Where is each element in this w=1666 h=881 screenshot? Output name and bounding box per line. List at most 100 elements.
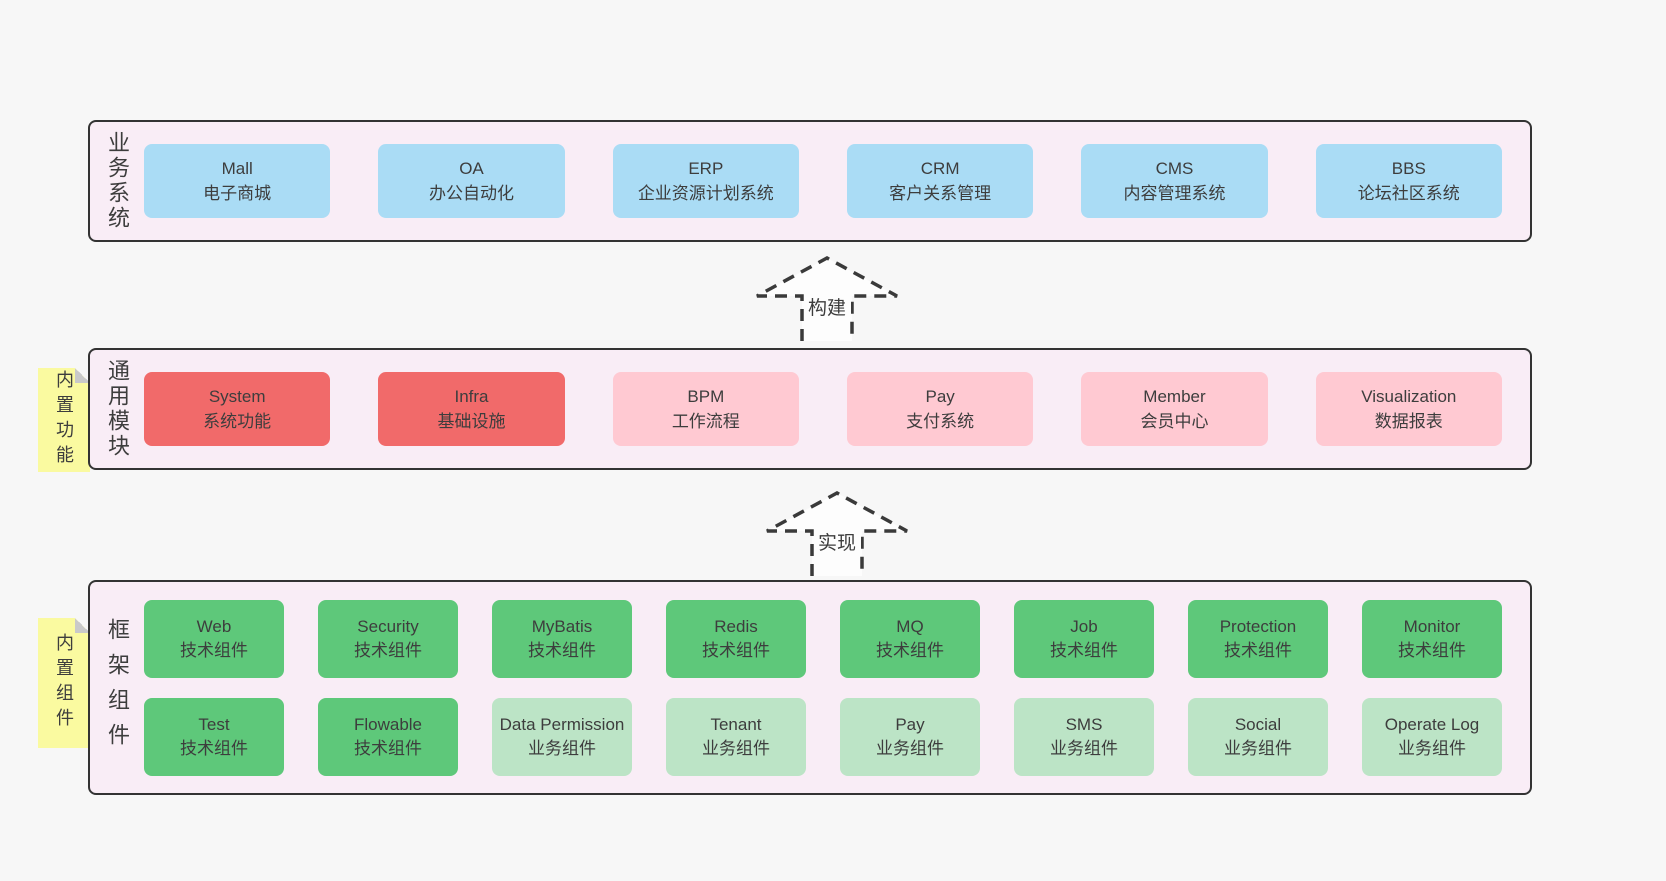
box-name: Visualization	[1361, 387, 1457, 406]
framework-rows: Web 技术组件 Security 技术组件 MyBatis 技术组件 Redi…	[144, 582, 1530, 793]
arrow-implement-up: 实现	[766, 491, 908, 576]
box-name: Infra	[454, 387, 489, 406]
box-social: Social 业务组件	[1188, 697, 1328, 776]
box-desc: 办公自动化	[428, 184, 514, 203]
box-desc: 客户关系管理	[889, 184, 992, 203]
box-desc: 技术组件	[180, 738, 248, 758]
box-name: System	[208, 387, 266, 406]
box-name: MyBatis	[531, 616, 593, 636]
box-bbs: BBS 论坛社区系统	[1315, 144, 1502, 218]
box-bpm: BPM 工作流程	[612, 372, 799, 446]
arrow-implement-label: 实现	[818, 532, 856, 554]
box-desc: 技术组件	[354, 640, 422, 660]
box-name: Test	[198, 714, 230, 734]
arrow-build-up: 构建	[756, 256, 898, 341]
box-name: OA	[459, 159, 484, 178]
box-crm: CRM 客户关系管理	[846, 144, 1034, 218]
box-name: CRM	[920, 159, 960, 178]
box-desc: 业务组件	[1398, 738, 1466, 758]
box-name: Pay	[895, 714, 925, 734]
note-fold-corner	[75, 368, 90, 383]
box-desc: 系统功能	[203, 412, 272, 431]
box-desc: 技术组件	[1398, 640, 1466, 660]
box-security: Security 技术组件	[318, 599, 458, 678]
box-operate-log: Operate Log 业务组件	[1362, 697, 1502, 776]
layer-business-systems: 业务系统 Mall 电子商城 OA 办公自动化 ERP 企业资源计划系统 CRM…	[88, 120, 1532, 242]
box-desc: 工作流程	[671, 412, 740, 431]
arrow-label-bg	[814, 529, 861, 555]
box-name: Member	[1143, 387, 1206, 406]
box-web: Web 技术组件	[144, 599, 284, 678]
box-name: Pay	[925, 387, 955, 406]
box-name: Flowable	[353, 714, 423, 734]
box-name: Job	[1070, 616, 1098, 636]
box-desc: 会员中心	[1140, 412, 1209, 431]
layer-title-framework: 框架组件	[105, 617, 130, 758]
box-erp: ERP 企业资源计划系统	[612, 144, 799, 218]
box-protection: Protection 技术组件	[1188, 599, 1328, 678]
box-desc: 数据报表	[1374, 412, 1443, 431]
box-desc: 业务组件	[876, 738, 944, 758]
box-desc: 技术组件	[528, 640, 596, 660]
sticky-note-builtin-features: 内置功能	[38, 368, 90, 472]
box-desc: 电子商城	[203, 184, 272, 203]
box-mybatis: MyBatis 技术组件	[492, 599, 632, 678]
box-name: Protection	[1219, 616, 1297, 636]
box-visualization: Visualization 数据报表	[1315, 372, 1502, 446]
box-member: Member 会员中心	[1081, 372, 1268, 446]
box-mq: MQ 技术组件	[840, 599, 980, 678]
modules-boxes-row: System 系统功能 Infra 基础设施 BPM 工作流程 Pay 支付系统…	[144, 350, 1530, 468]
box-desc: 技术组件	[702, 640, 770, 660]
box-pay: Pay 支付系统	[846, 372, 1034, 446]
business-boxes-row: Mall 电子商城 OA 办公自动化 ERP 企业资源计划系统 CRM 客户关系…	[144, 122, 1530, 240]
box-desc: 技术组件	[180, 640, 248, 660]
box-job: Job 技术组件	[1014, 599, 1154, 678]
box-redis: Redis 技术组件	[666, 599, 806, 678]
layer-framework-components: 框架组件 Web 技术组件 Security 技术组件 MyBatis 技术组件…	[88, 580, 1532, 795]
layer-common-modules: 通用模块 System 系统功能 Infra 基础设施 BPM 工作流程 Pay…	[88, 348, 1532, 470]
box-name: MQ	[896, 616, 924, 636]
box-data-permission: Data Permission 业务组件	[492, 697, 632, 776]
box-desc: 基础设施	[437, 412, 506, 431]
box-desc: 业务组件	[1224, 738, 1292, 758]
box-name: BPM	[687, 387, 725, 406]
note-fold-corner	[75, 618, 90, 633]
framework-row-1: Web 技术组件 Security 技术组件 MyBatis 技术组件 Redi…	[144, 599, 1502, 678]
box-name: Mall	[221, 159, 253, 178]
box-desc: 业务组件	[702, 738, 770, 758]
box-name: Tenant	[710, 714, 762, 734]
box-desc: 技术组件	[354, 738, 422, 758]
arrow-label-bg	[804, 294, 851, 320]
box-sms: SMS 业务组件	[1014, 697, 1154, 776]
arrow-build-label: 构建	[808, 297, 846, 319]
box-desc: 技术组件	[876, 640, 944, 660]
box-name: CMS	[1155, 159, 1194, 178]
box-desc: 业务组件	[1050, 738, 1118, 758]
layer-title-business: 业务系统	[105, 131, 130, 231]
box-name: Monitor	[1403, 616, 1461, 636]
box-name: ERP	[688, 159, 724, 178]
box-name: SMS	[1065, 714, 1103, 734]
box-flowable: Flowable 技术组件	[318, 697, 458, 776]
box-name: Redis	[714, 616, 758, 636]
box-desc: 技术组件	[1050, 640, 1118, 660]
sticky-note-builtin-components: 内置组件	[38, 618, 90, 748]
layer-title-modules: 通用模块	[105, 359, 130, 459]
box-name: Security	[357, 616, 419, 636]
box-desc: 企业资源计划系统	[637, 184, 774, 203]
box-test: Test 技术组件	[144, 697, 284, 776]
box-system: System 系统功能	[144, 372, 331, 446]
box-name: Operate Log	[1384, 714, 1480, 734]
box-name: BBS	[1391, 159, 1426, 178]
box-desc: 业务组件	[528, 738, 596, 758]
box-oa: OA 办公自动化	[378, 144, 565, 218]
box-desc: 支付系统	[906, 412, 975, 431]
box-name: Data Permission	[499, 714, 625, 734]
box-desc: 论坛社区系统	[1357, 184, 1460, 203]
arrow-dashed-outline	[756, 256, 898, 341]
box-mall: Mall 电子商城	[144, 144, 331, 218]
box-infra: Infra 基础设施	[378, 372, 565, 446]
box-desc: 内容管理系统	[1123, 184, 1226, 203]
box-name: Web	[196, 616, 232, 636]
framework-row-2: Test 技术组件 Flowable 技术组件 Data Permission …	[144, 697, 1502, 776]
